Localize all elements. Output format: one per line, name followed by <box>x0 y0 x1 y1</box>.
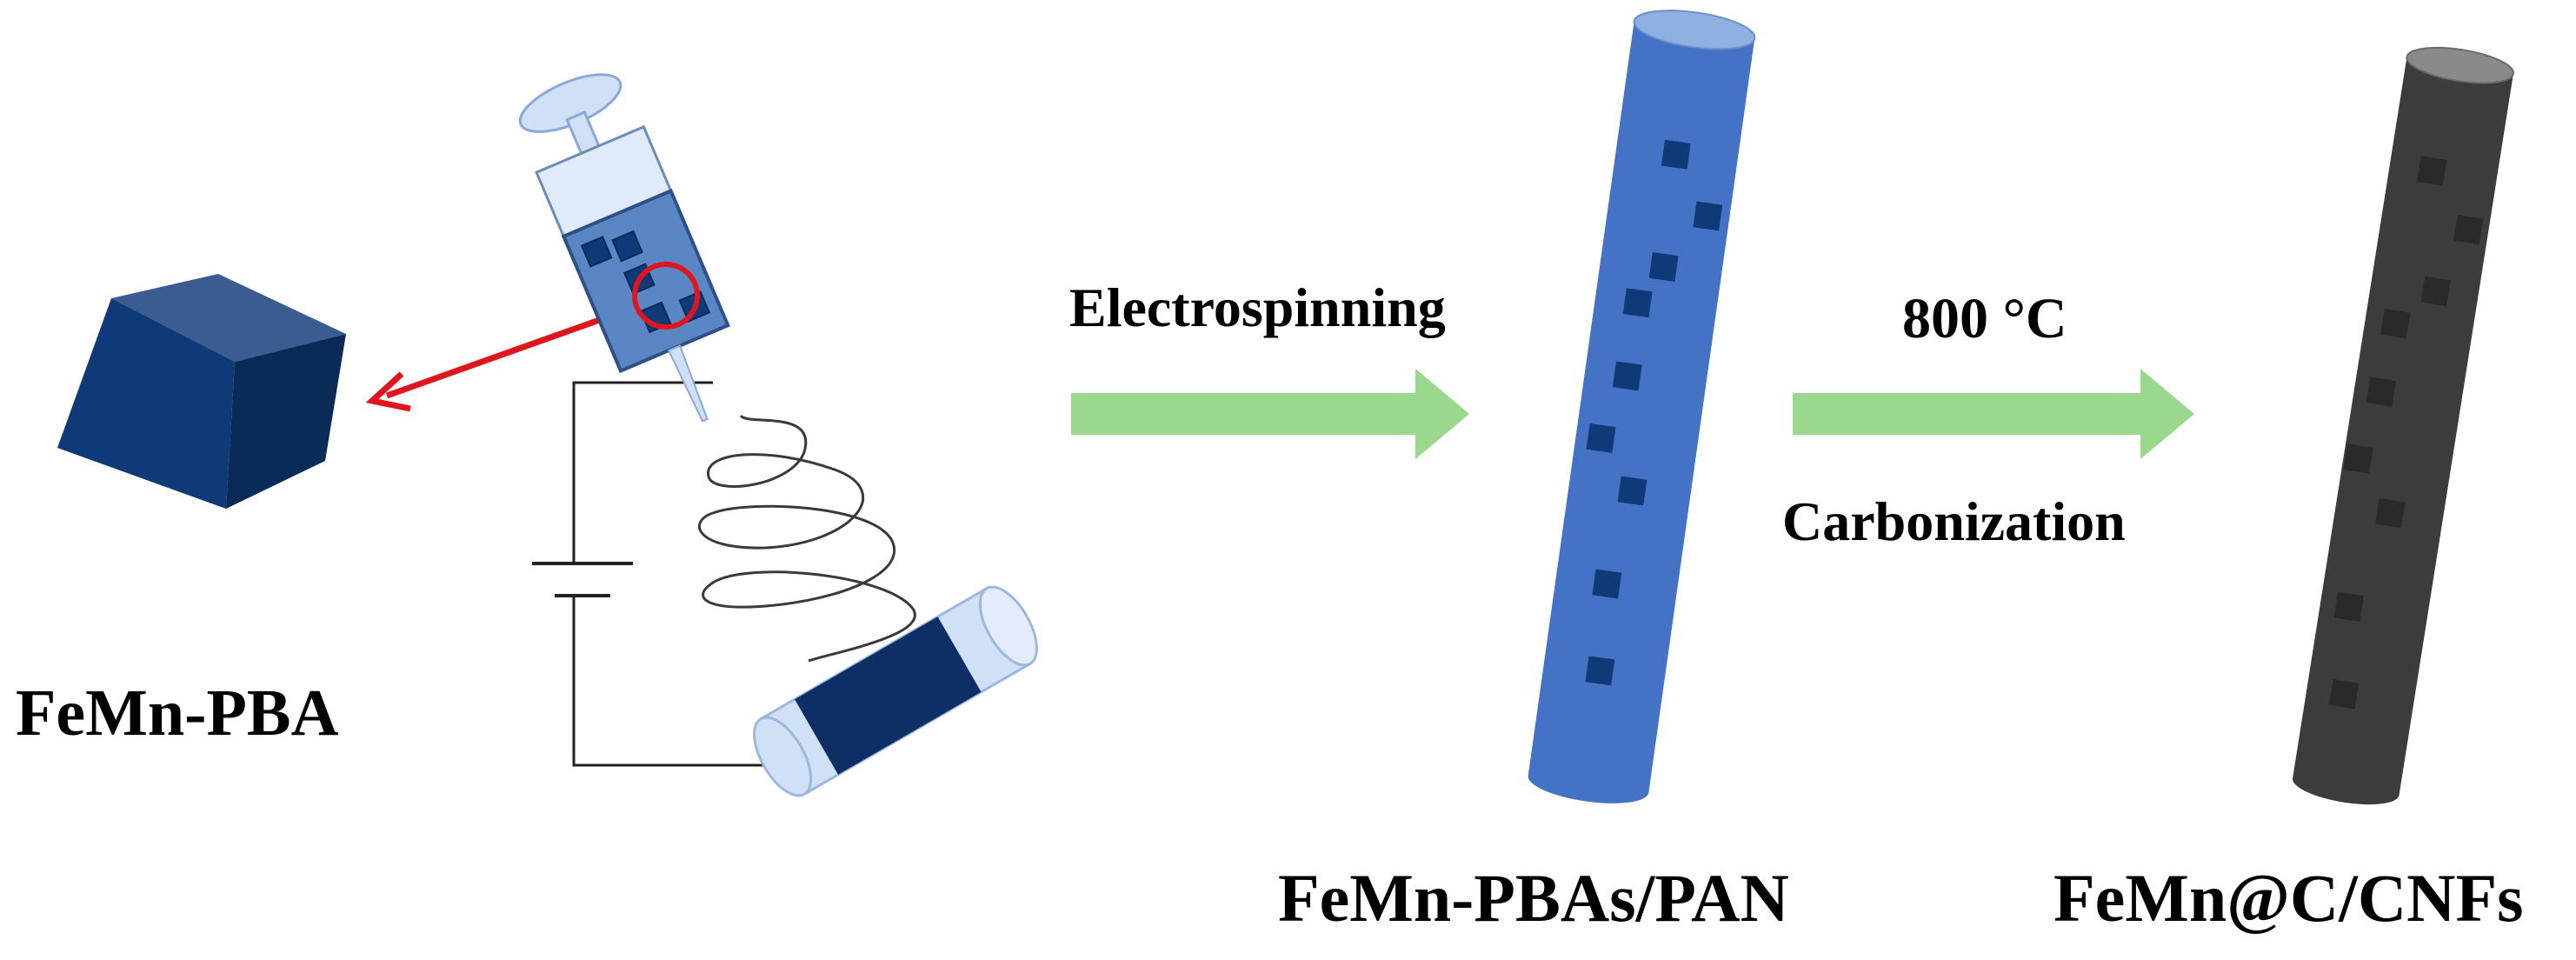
process-arrow-icon <box>1071 369 1469 459</box>
pba-cube-icon <box>57 274 346 509</box>
temperature-label: 800 °C <box>1902 287 2067 350</box>
syringe-icon <box>518 73 730 423</box>
electrospinning-label: Electrospinning <box>1069 277 1446 338</box>
drum-collector-icon <box>753 585 1038 797</box>
cnf-fiber <box>2292 46 2515 805</box>
carbonization-label: Carbonization <box>1782 490 2126 552</box>
jet-filament <box>698 414 916 663</box>
precursor-label: FeMn-PBA <box>16 677 339 750</box>
circuit-wire <box>532 381 765 767</box>
cnf-fiber-label: FeMn@C/CNFs <box>2053 860 2524 936</box>
highlight-circle <box>632 262 700 330</box>
pan-fiber <box>1528 10 1756 803</box>
pan-fiber-label: FeMn-PBAs/PAN <box>1278 860 1789 936</box>
process-arrow-icon <box>1793 369 2194 459</box>
